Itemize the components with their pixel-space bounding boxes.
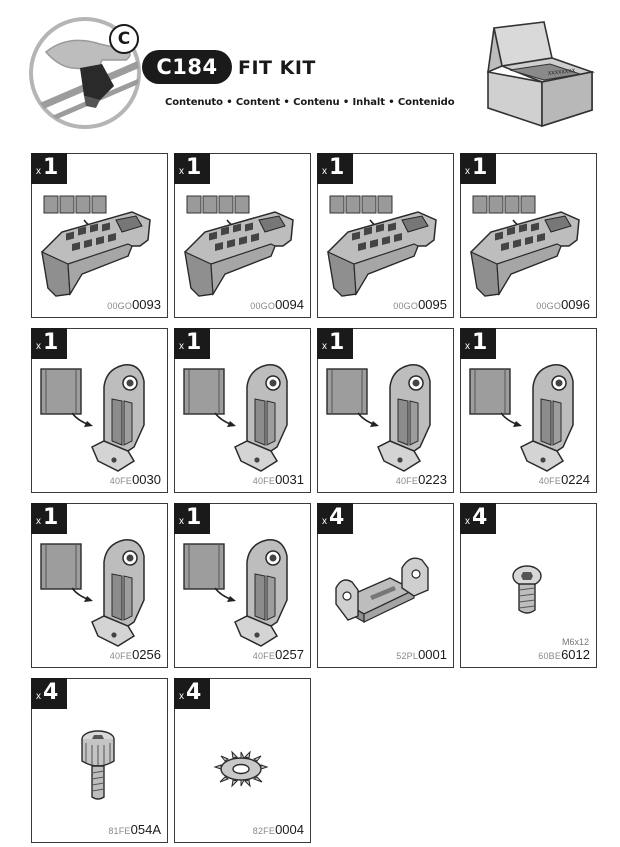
part-number: 81FE054A <box>108 822 161 837</box>
part-number: 40FE0223 <box>395 472 447 487</box>
part-number: 00GO0093 <box>107 297 161 312</box>
part-number: 40FE0256 <box>109 647 161 662</box>
version-badge: C <box>109 24 139 54</box>
contents-line: Contenuto • Content • Contenu • Inhalt •… <box>165 97 455 108</box>
part-number: 82FE0004 <box>252 822 304 837</box>
serrated-washer-icon <box>213 750 269 788</box>
part-number: 40FE0224 <box>538 472 590 487</box>
box-label: XXXXXXXX <box>548 68 576 77</box>
plastic-clip-icon <box>335 557 429 624</box>
part-number: 52PL0001 <box>396 647 447 662</box>
part-number: 40FE0257 <box>252 647 304 662</box>
part-number: 40FE0031 <box>252 472 304 487</box>
part-number: 60BE6012 <box>538 647 590 662</box>
part-number: 00GO0096 <box>536 297 590 312</box>
kit-code-badge: C184 <box>142 50 232 84</box>
button-head-screw-icon <box>512 565 542 614</box>
part-number: 00GO0095 <box>393 297 447 312</box>
screw-size: M6x12 <box>561 637 589 647</box>
part-number: 40FE0030 <box>109 472 161 487</box>
knurled-bolt-icon <box>81 730 115 800</box>
kit-title: FIT KIT <box>238 57 316 79</box>
kit-box-icon: XXXXXXXX <box>487 21 596 128</box>
kit-header: C C184 FIT KIT Contenuto • Content • Con… <box>0 0 620 140</box>
part-number: 00GO0094 <box>250 297 304 312</box>
